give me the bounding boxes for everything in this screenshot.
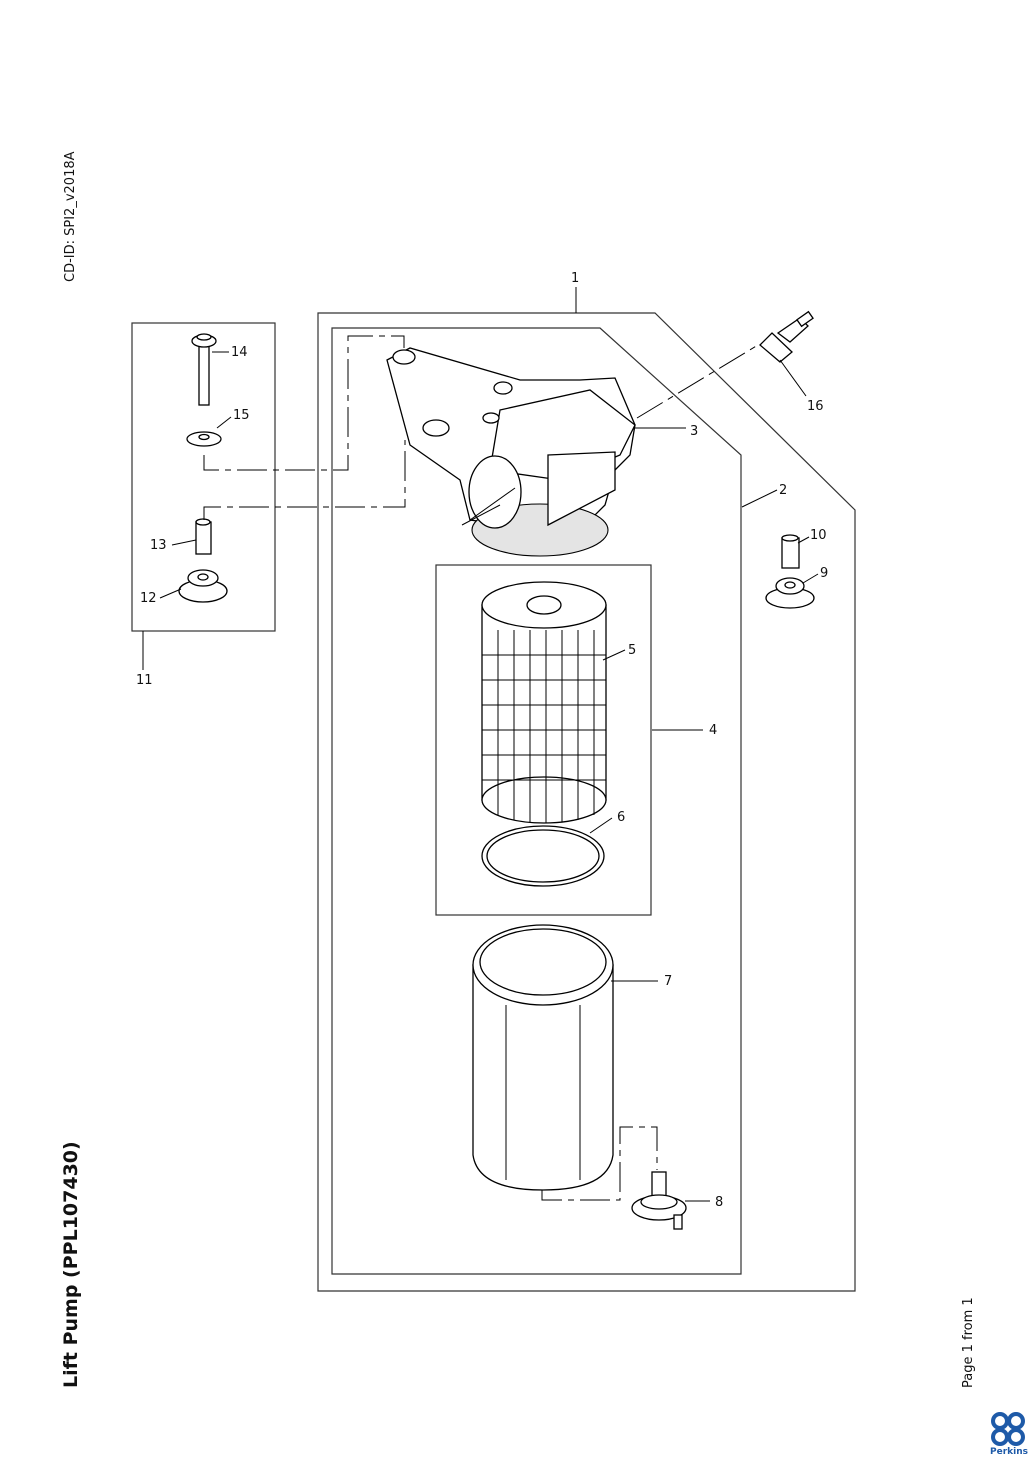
- callout-9: 9: [820, 566, 828, 581]
- assembly-frame-inner: [331, 327, 742, 1275]
- callout-13: 13: [150, 538, 167, 553]
- callout-5: 5: [628, 643, 636, 658]
- sleeve: [781, 534, 800, 569]
- bolt-14: [191, 333, 217, 406]
- leader-lines: [142, 287, 819, 1202]
- grommet: [765, 577, 815, 609]
- assembly-line-drain-plug: [541, 1126, 658, 1201]
- callout-1: 1: [571, 271, 579, 286]
- filter-head-housing: [386, 347, 636, 557]
- filter-element-frame: [435, 564, 652, 916]
- callout-10: 10: [810, 528, 827, 543]
- callout-2: 2: [779, 483, 787, 498]
- filter-element: [481, 581, 607, 824]
- assembly-frame-outer: [317, 312, 856, 1292]
- callout-3: 3: [690, 424, 698, 439]
- callout-4: 4: [709, 723, 717, 738]
- drain-plug: [631, 1171, 687, 1230]
- callout-12: 12: [140, 591, 157, 606]
- callout-labels: 1 2 3 4 5 6 7 8 9 10 11 12 13 14 15 16: [136, 271, 828, 1210]
- assembly-line-sleeve: [203, 440, 406, 520]
- brand-name: Perkins: [990, 1447, 1028, 1457]
- sleeve-13: [195, 518, 212, 555]
- callout-14: 14: [231, 345, 248, 360]
- assembly-line-connector: [636, 344, 759, 419]
- grommet-12: [178, 569, 228, 603]
- connector: [759, 310, 814, 363]
- callout-7: 7: [664, 974, 672, 989]
- filter-bowl: [472, 924, 614, 1191]
- callout-6: 6: [617, 810, 625, 825]
- mounting-kit-frame: [131, 322, 276, 632]
- callout-11: 11: [136, 673, 153, 688]
- callout-8: 8: [715, 1195, 723, 1210]
- callout-16: 16: [807, 399, 824, 414]
- washer-15: [186, 431, 222, 447]
- o-ring: [481, 825, 605, 887]
- perkins-logo: [991, 1412, 1025, 1446]
- assembly-line-bolt: [203, 335, 405, 471]
- callout-15: 15: [233, 408, 250, 423]
